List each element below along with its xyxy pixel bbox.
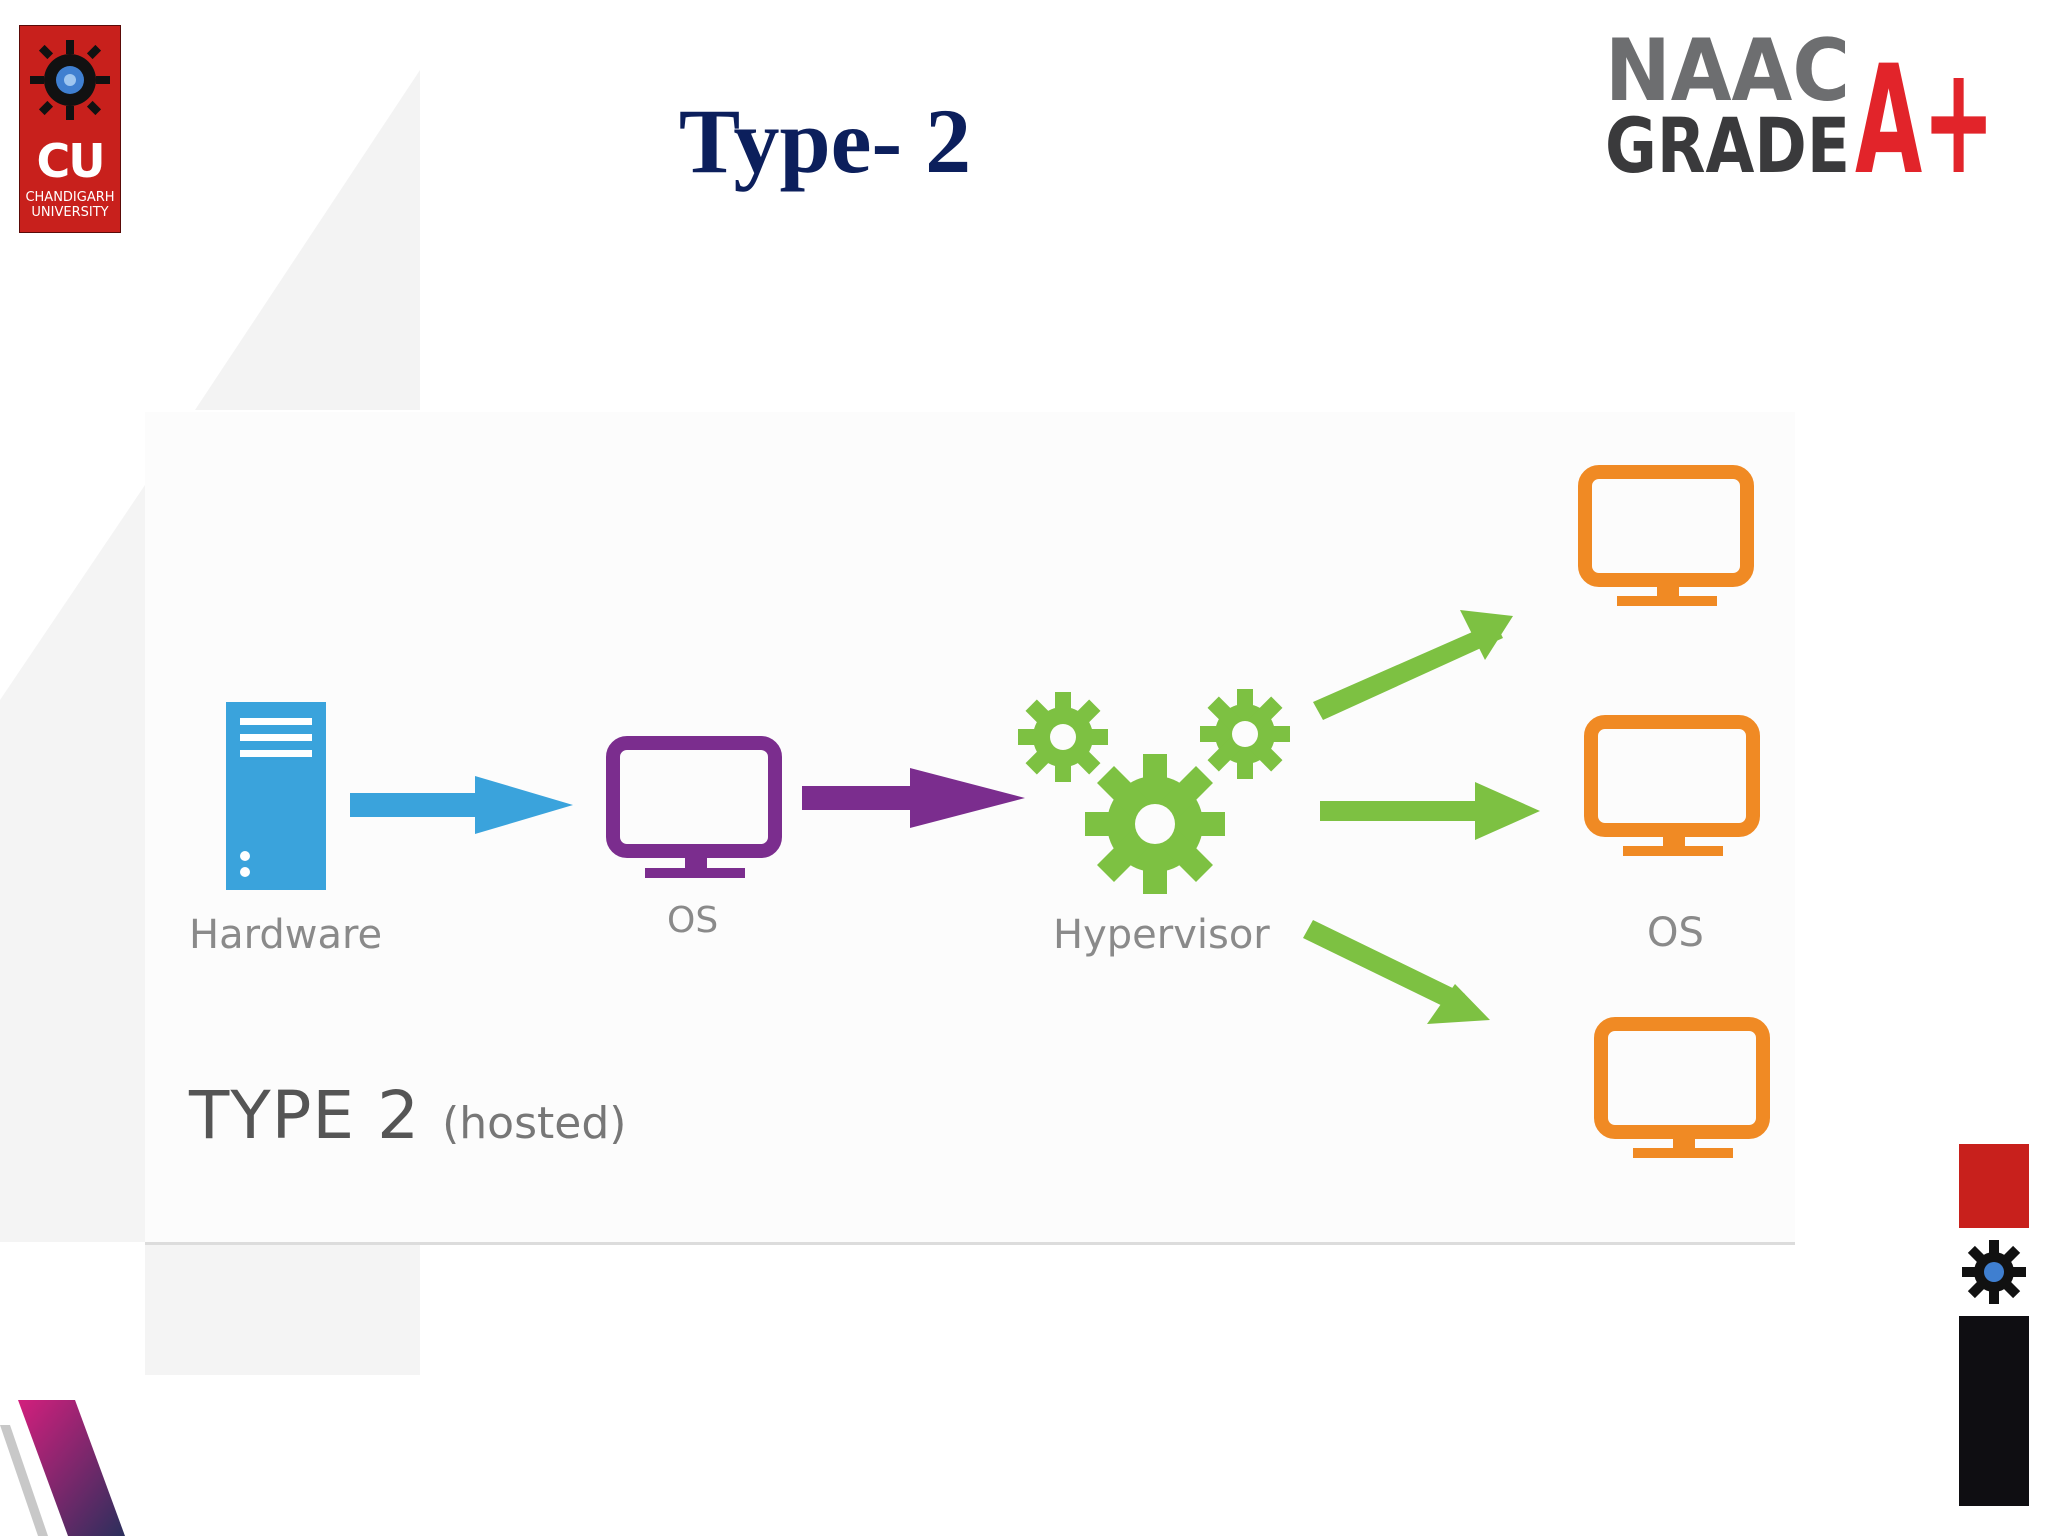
type2-hypervisor-diagram: Hardware OS Hypervisor OS TYPE 2 (hosted…	[145, 412, 1795, 1245]
guest-os-monitor-icon	[1584, 715, 1760, 856]
cu-logo-name: CHANDIGARH UNIVERSITY	[25, 190, 115, 220]
arrow-hypervisor-to-guest-2	[1320, 782, 1540, 840]
arrow-hypervisor-to-guest-1	[1313, 610, 1513, 720]
host-os-monitor-icon	[606, 736, 782, 878]
hypervisor-gears-icon	[1018, 689, 1290, 894]
naac-text: NAAC	[1605, 22, 1850, 121]
diagram-graphics	[226, 465, 1770, 1158]
right-emblem-icon	[1962, 1240, 2026, 1304]
naac-grade-logo: NAAC GRADE A+	[1605, 22, 1995, 182]
naac-grade-value: A+	[1855, 34, 1995, 182]
arrow-os-to-hypervisor	[802, 768, 1025, 828]
slide-title: Type- 2	[678, 90, 972, 192]
guest-os-monitor-icon	[1578, 465, 1754, 606]
type-title-text: TYPE 2	[189, 1077, 421, 1154]
diagram-type-title: TYPE 2 (hosted)	[189, 1077, 626, 1154]
guest-os-label: OS	[1647, 910, 1704, 956]
cu-emblem-icon	[30, 40, 110, 120]
chandigarh-university-logo: CU CHANDIGARH UNIVERSITY	[19, 25, 121, 233]
hardware-label: Hardware	[189, 912, 383, 958]
guest-os-monitor-icon	[1594, 1017, 1770, 1158]
type-subtitle-text: (hosted)	[442, 1098, 627, 1149]
hypervisor-label: Hypervisor	[1053, 912, 1270, 958]
bottom-left-decoration	[0, 1400, 125, 1536]
arrow-hypervisor-to-guest-3	[1303, 920, 1490, 1024]
naac-grade-text: GRADE	[1605, 101, 1850, 182]
cu-logo-abbr: CU	[36, 134, 105, 188]
right-red-block	[1959, 1144, 2029, 1228]
right-black-block	[1959, 1316, 2029, 1506]
host-os-label: OS	[667, 900, 719, 941]
arrow-hardware-to-os	[350, 776, 573, 834]
server-icon	[226, 702, 326, 890]
